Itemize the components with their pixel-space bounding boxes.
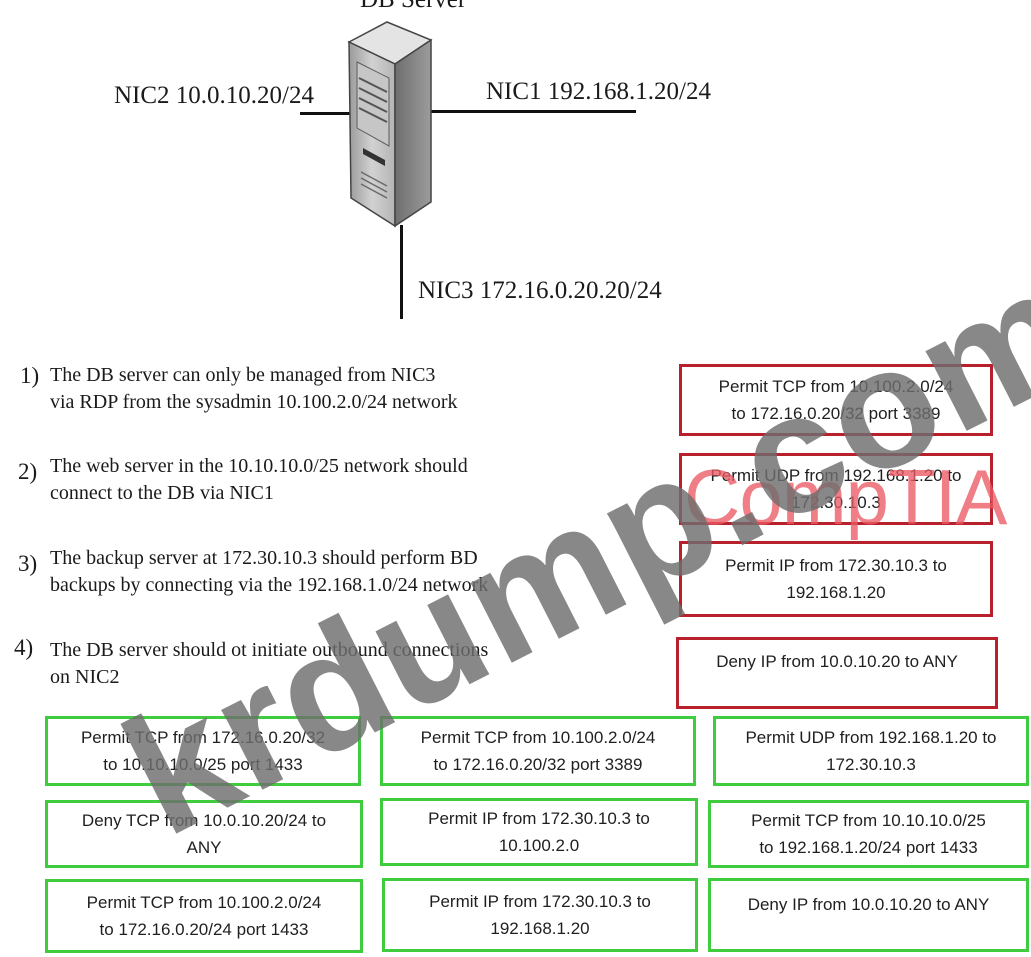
- answer-slot-2[interactable]: Permit UDP from 192.168.1.20 to 172.30.10…: [679, 453, 993, 525]
- option-tile-8[interactable]: Permit IP from 172.30.10.3 to 192.168.1.2…: [382, 878, 698, 952]
- rule-text: Permit TCP from 10.100.2.0/24: [718, 377, 954, 396]
- nic1-label: NIC1 192.168.1.20/24: [486, 78, 711, 105]
- rule-text: to 172.16.0.20/32 port 3389: [433, 755, 643, 774]
- rule-text: Permit TCP from 172.16.0.20/32: [80, 728, 326, 747]
- option-tile-5[interactable]: Permit IP from 172.30.10.3 to 10.100.2.0: [380, 798, 698, 866]
- rule-text: 192.168.1.20: [786, 583, 886, 602]
- requirement-number: 4): [14, 635, 34, 660]
- option-tile-9[interactable]: Deny IP from 10.0.10.20 to ANY: [708, 878, 1029, 952]
- rule-text: 172.30.10.3: [791, 493, 881, 512]
- option-tile-2[interactable]: Permit TCP from 10.100.2.0/24 to 172.16.0…: [380, 716, 696, 786]
- requirement-text: The DB server should ot initiate outboun…: [50, 639, 489, 661]
- rule-text: to 10.10.10.0/25 port 1433: [103, 755, 303, 774]
- requirement-text: The web server in the 10.10.10.0/25 netw…: [50, 455, 468, 477]
- rule-text: Permit TCP from 10.100.2.0/24: [420, 728, 656, 747]
- rule-text: to 192.168.1.20/24 port 1433: [759, 838, 978, 857]
- answer-slot-4[interactable]: Deny IP from 10.0.10.20 to ANY: [676, 637, 998, 709]
- option-tile-7[interactable]: Permit TCP from 10.100.2.0/24 to 172.16.0…: [45, 879, 363, 953]
- answer-slot-3[interactable]: Permit IP from 172.30.10.3 to 192.168.1.2…: [679, 541, 993, 617]
- rule-text: to 172.16.0.20/24 port 1433: [99, 920, 309, 939]
- nic2-label: NIC2 10.0.10.20/24: [114, 82, 314, 109]
- server-tower-icon: [347, 21, 433, 228]
- rule-text: Permit IP from 172.30.10.3 to: [428, 809, 650, 828]
- requirement-number: 3): [18, 551, 38, 576]
- requirement-text: The DB server can only be managed from N…: [50, 364, 436, 386]
- rule-text: 192.168.1.20: [490, 919, 590, 938]
- requirement-number: 2): [18, 459, 38, 484]
- diagram-title: DB Server: [360, 0, 466, 14]
- rule-text: Permit UDP from 192.168.1.20 to: [710, 466, 962, 485]
- requirement-text: The backup server at 172.30.10.3 should …: [50, 547, 478, 569]
- rule-text: Deny IP from 10.0.10.20 to ANY: [716, 652, 958, 671]
- nic3-label: NIC3 172.16.0.20.20/24: [418, 277, 662, 304]
- requirement-text: on NIC2: [50, 666, 120, 688]
- rule-text: 10.100.2.0: [498, 836, 580, 855]
- option-tile-6[interactable]: Permit TCP from 10.10.10.0/25 to 192.168.…: [708, 800, 1029, 868]
- rule-text: Deny IP from 10.0.10.20 to ANY: [747, 895, 990, 914]
- rule-text: to 172.16.0.20/32 port 3389: [731, 404, 941, 423]
- rule-text: Permit IP from 172.30.10.3 to: [725, 556, 947, 575]
- rule-text: ANY: [186, 838, 222, 857]
- requirement-text: via RDP from the sysadmin 10.100.2.0/24 …: [50, 391, 458, 413]
- rule-text: Deny TCP from 10.0.10.20/24 to: [81, 811, 327, 830]
- rule-text: Permit TCP from 10.10.10.0/25: [751, 811, 986, 830]
- requirement-text: connect to the DB via NIC1: [50, 482, 274, 504]
- answer-slot-1[interactable]: Permit TCP from 10.100.2.0/24 to 172.16.0…: [679, 364, 993, 436]
- requirement-text: backups by connecting via the 192.168.1.…: [50, 574, 489, 596]
- requirement-number: 1): [20, 363, 40, 388]
- option-tile-1[interactable]: Permit TCP from 172.16.0.20/32 to 10.10.1…: [45, 716, 361, 786]
- option-tile-4[interactable]: Deny TCP from 10.0.10.20/24 to ANY: [45, 800, 363, 868]
- rule-text: Permit TCP from 10.100.2.0/24: [86, 893, 322, 912]
- rule-text: 172.30.10.3: [826, 755, 916, 774]
- option-tile-3[interactable]: Permit UDP from 192.168.1.20 to 172.30.10…: [713, 716, 1029, 786]
- nic3-link-line: [400, 225, 403, 319]
- nic1-link-line: [408, 110, 636, 113]
- rule-text: Permit UDP from 192.168.1.20 to: [745, 728, 997, 747]
- rule-text: Permit IP from 172.30.10.3 to: [429, 892, 651, 911]
- nic2-link-line: [300, 112, 352, 115]
